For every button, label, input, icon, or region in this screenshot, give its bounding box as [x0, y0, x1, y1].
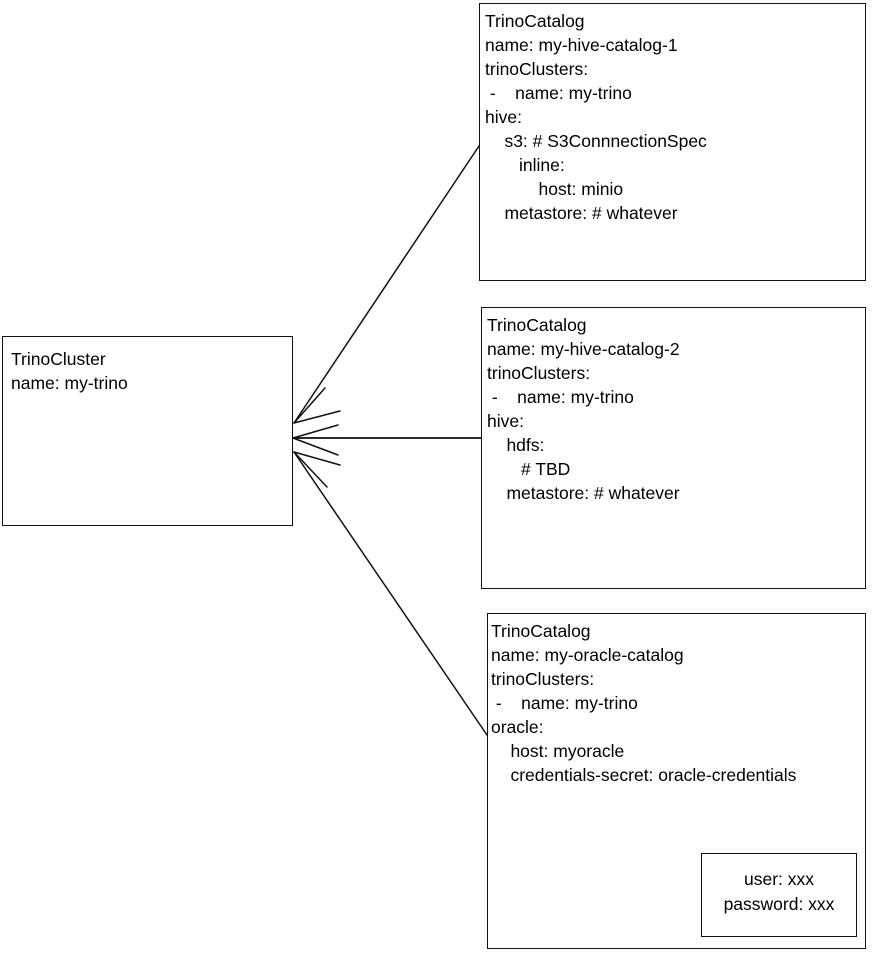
node-trino-cluster[interactable]: TrinoCluster name: my-trino	[2, 336, 293, 526]
node-trino-catalog-hive-1-text: TrinoCatalog name: my-hive-catalog-1 tri…	[485, 11, 707, 223]
node-oracle-credentials-secret[interactable]: user: xxx password: xxx	[701, 853, 857, 937]
edge-hive1-to-cluster	[293, 145, 480, 424]
node-trino-catalog-hive-1[interactable]: TrinoCatalog name: my-hive-catalog-1 tri…	[479, 3, 866, 281]
node-trino-catalog-hive-2[interactable]: TrinoCatalog name: my-hive-catalog-2 tri…	[481, 307, 866, 589]
node-trino-catalog-hive-2-text: TrinoCatalog name: my-hive-catalog-2 tri…	[487, 315, 680, 503]
node-trino-cluster-text: TrinoCluster name: my-trino	[11, 349, 128, 393]
node-oracle-credentials-secret-text: user: xxx password: xxx	[723, 869, 835, 914]
edge-hive2-to-cluster	[292, 424, 482, 456]
node-trino-catalog-oracle-text: TrinoCatalog name: my-oracle-catalog tri…	[491, 621, 797, 785]
edge-oracle-to-cluster	[293, 451, 488, 736]
